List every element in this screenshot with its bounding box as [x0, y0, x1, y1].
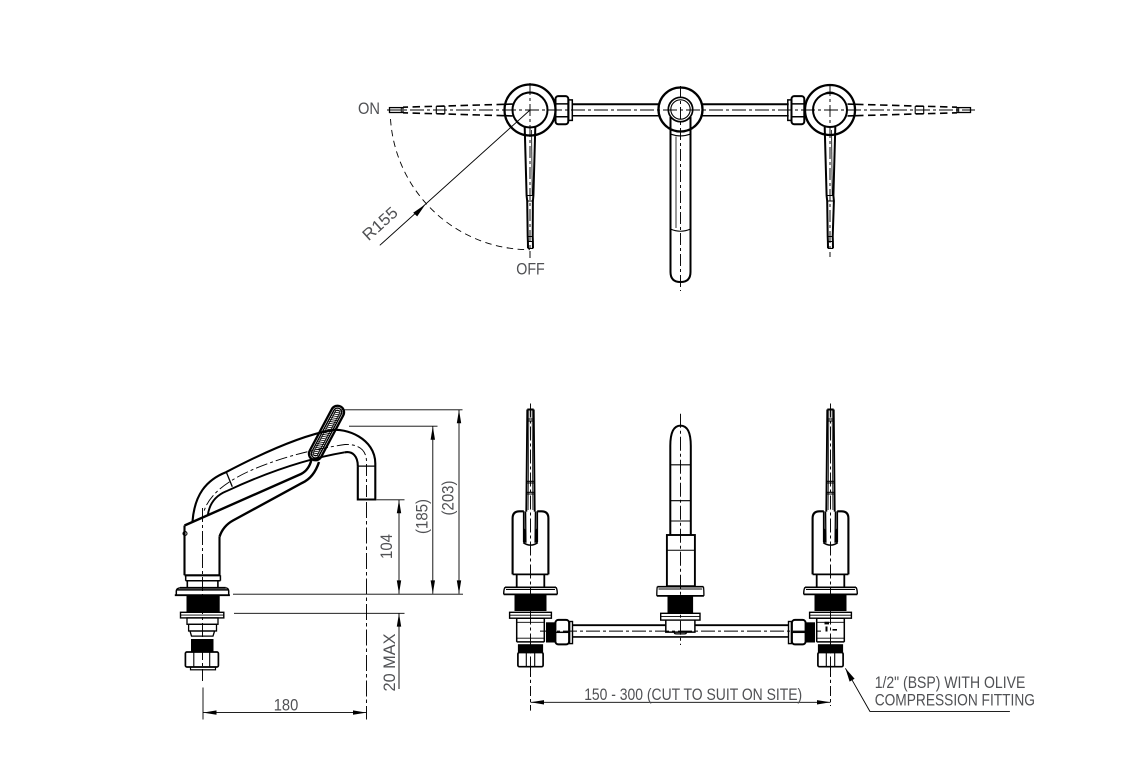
- svg-text:R155: R155: [359, 204, 402, 245]
- svg-text:(203): (203): [440, 481, 458, 516]
- svg-text:COMPRESSION FITTING: COMPRESSION FITTING: [875, 691, 1035, 709]
- svg-text:20 MAX: 20 MAX: [381, 634, 399, 692]
- svg-text:ON: ON: [358, 100, 380, 118]
- svg-text:150 - 300 (CUT TO SUIT ON SITE: 150 - 300 (CUT TO SUIT ON SITE): [584, 686, 802, 704]
- svg-text:104: 104: [378, 534, 396, 559]
- svg-text:180: 180: [274, 697, 299, 715]
- svg-text:(185): (185): [414, 499, 432, 534]
- svg-text:1/2" (BSP) WITH OLIVE: 1/2" (BSP) WITH OLIVE: [875, 674, 1026, 692]
- svg-text:OFF: OFF: [516, 261, 545, 279]
